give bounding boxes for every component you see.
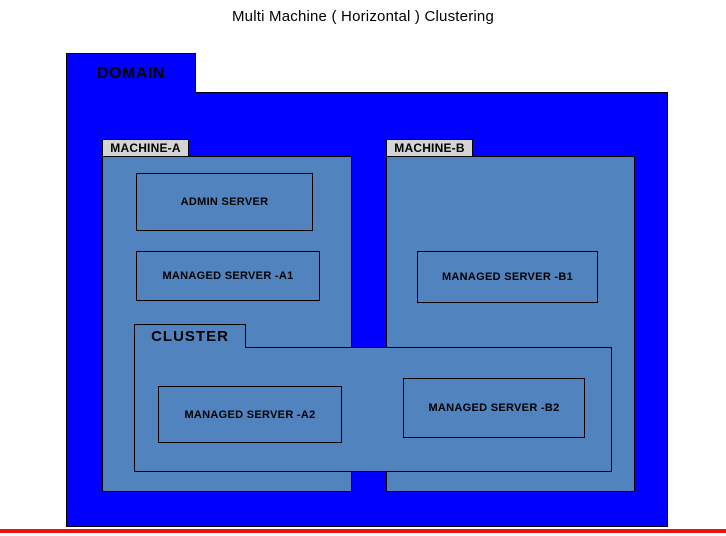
managed-server-a1-node: MANAGED SERVER -A1 <box>136 251 320 301</box>
domain-label: DOMAIN <box>97 64 165 82</box>
cluster-label-tab: CLUSTER <box>134 324 246 348</box>
admin-server-node: ADMIN SERVER <box>136 173 313 231</box>
machine-b-label-tab: MACHINE-B <box>386 139 473 157</box>
managed-server-b2-node: MANAGED SERVER -B2 <box>403 378 585 438</box>
managed-server-a2-label: MANAGED SERVER -A2 <box>184 408 316 421</box>
page-title: Multi Machine ( Horizontal ) Clustering <box>231 8 495 25</box>
machine-a-label: MACHINE-A <box>110 141 181 155</box>
admin-server-label: ADMIN SERVER <box>180 196 269 208</box>
cluster-label: CLUSTER <box>151 328 229 345</box>
managed-server-b2-label: MANAGED SERVER -B2 <box>428 402 560 414</box>
managed-server-b1-label: MANAGED SERVER -B1 <box>441 271 574 283</box>
managed-server-a2-node: MANAGED SERVER -A2 <box>158 386 342 443</box>
managed-server-b1-node: MANAGED SERVER -B1 <box>417 251 598 303</box>
machine-b-label: MACHINE-B <box>394 141 465 155</box>
managed-server-a1-label: MANAGED SERVER -A1 <box>162 270 294 282</box>
machine-a-label-tab: MACHINE-A <box>102 139 189 157</box>
domain-label-tab: DOMAIN <box>66 53 196 93</box>
bottom-divider <box>0 529 726 533</box>
